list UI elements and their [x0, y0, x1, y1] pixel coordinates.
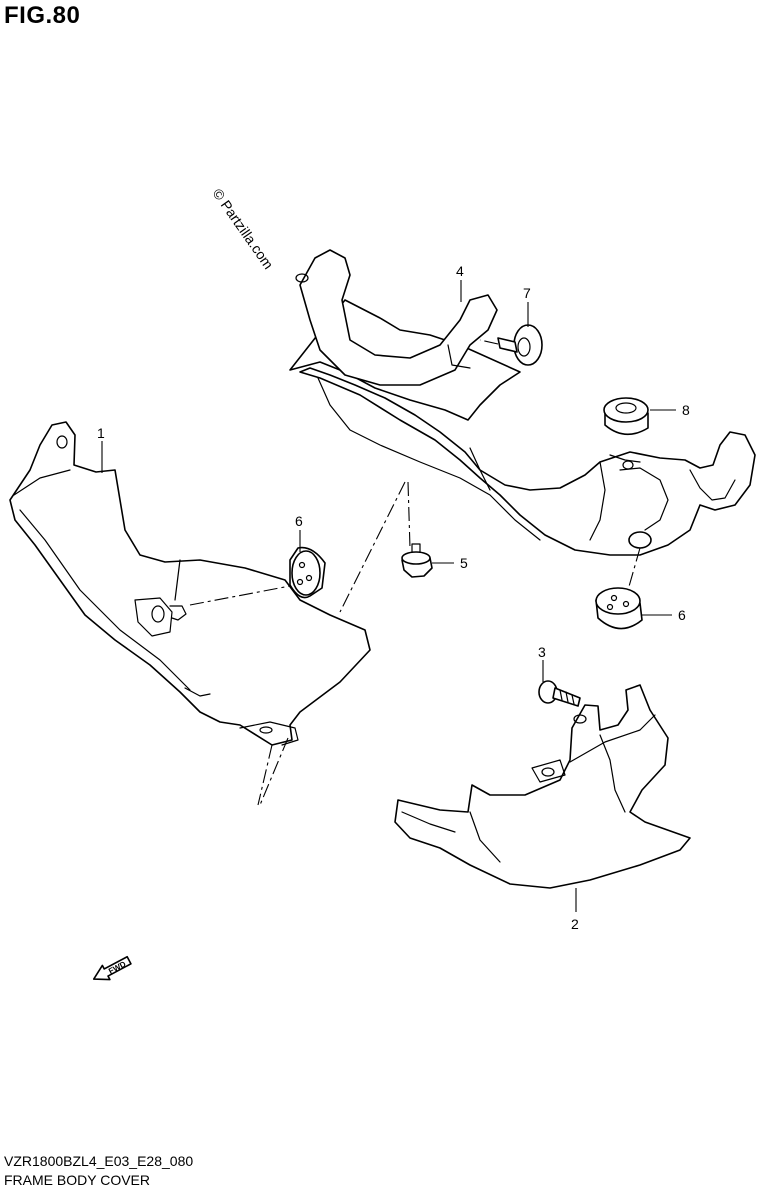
part-3-screw[interactable] — [538, 680, 581, 707]
callout-4: 4 — [456, 263, 464, 279]
part-2-right-cover[interactable] — [394, 684, 691, 889]
callout-8: 8 — [682, 402, 690, 418]
part-6-grommet-right[interactable] — [595, 587, 643, 630]
centerline-lower-a — [257, 744, 273, 806]
part-1-left-cover[interactable] — [9, 421, 371, 746]
callout-2: 2 — [571, 916, 579, 932]
figure-title: FIG.80 — [4, 2, 81, 29]
watermark-text: © Partzilla.com — [210, 186, 277, 272]
callout-6b: 6 — [678, 607, 686, 623]
part-4-frame-bracket[interactable] — [289, 249, 756, 556]
centerline-grommet-left — [189, 585, 291, 606]
footer-section-title: FRAME BODY COVER — [4, 1172, 150, 1188]
centerline-lower-b — [259, 737, 289, 806]
part-5-clip[interactable] — [401, 543, 433, 578]
centerline-clip-vertical — [407, 481, 411, 549]
centerline-grommet-right — [627, 547, 641, 591]
callout-5: 5 — [460, 555, 468, 571]
part-7-rivet[interactable] — [497, 324, 543, 366]
footer-model-code: VZR1800BZL4_E03_E28_080 — [4, 1153, 194, 1169]
part-6-grommet-left[interactable] — [289, 546, 326, 599]
fwd-direction-arrow: FWD — [92, 955, 132, 981]
parts-diagram: © Partzilla.com — [9, 186, 756, 981]
callout-6a: 6 — [295, 513, 303, 529]
centerline-part1-to-clip — [339, 481, 406, 613]
centerline-rivet — [479, 339, 499, 345]
callout-1: 1 — [97, 425, 105, 441]
callout-3: 3 — [538, 644, 546, 660]
part-8-grommet[interactable] — [603, 397, 649, 436]
callout-7: 7 — [523, 285, 531, 301]
